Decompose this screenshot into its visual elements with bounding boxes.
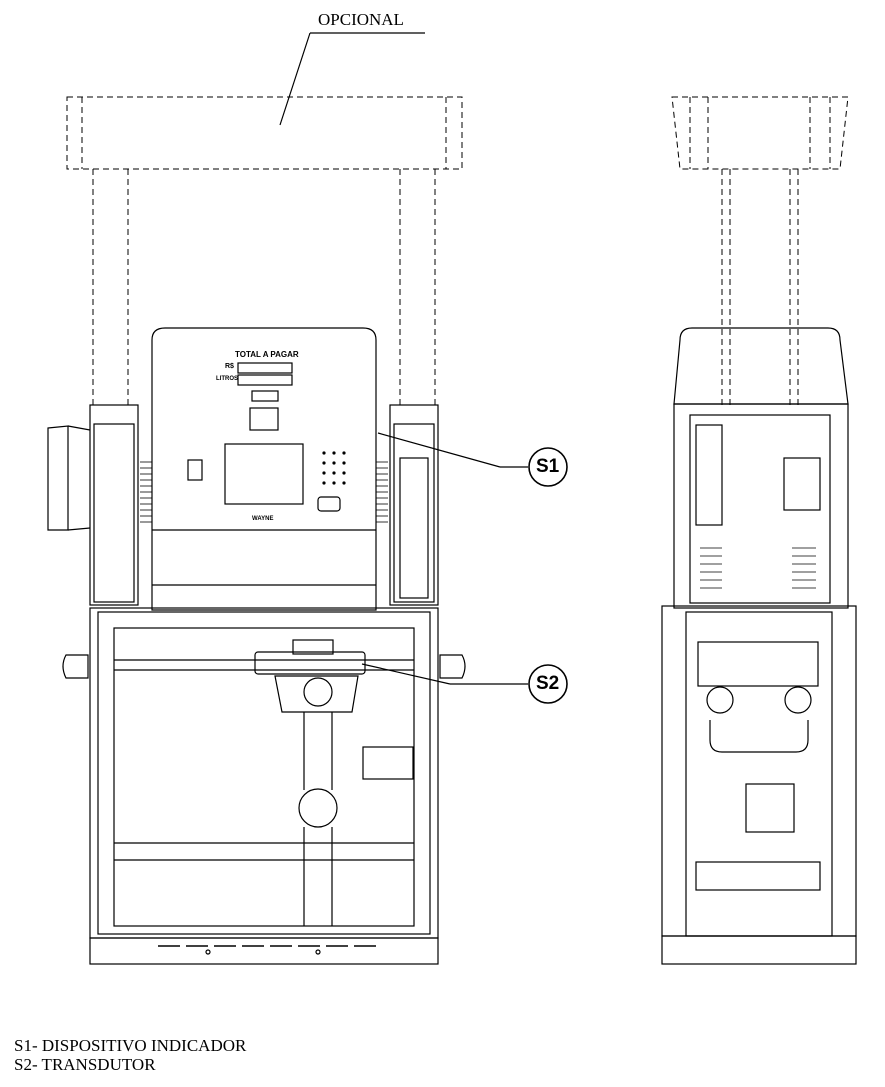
lower-cabinet <box>89 607 439 939</box>
optional-canopy <box>66 96 463 405</box>
side-head <box>673 327 849 405</box>
panel-litros-text: LITROS <box>216 376 238 382</box>
legend-item-s2: S2- TRANSDUTOR <box>14 1055 156 1074</box>
side-canopy <box>671 96 849 405</box>
side-head-body <box>673 403 849 609</box>
head-housing <box>151 327 377 611</box>
s2-label: S2 <box>536 673 560 694</box>
s2-callout <box>361 663 568 704</box>
keypad <box>322 451 346 485</box>
side-louvers <box>700 547 816 589</box>
meter-assembly <box>254 639 366 926</box>
front-view <box>47 32 466 965</box>
display-panel <box>187 362 341 512</box>
panel-brand-text: WAYNE <box>252 516 274 522</box>
left-holster <box>47 425 69 531</box>
s1-label: S1 <box>536 456 560 477</box>
s1-callout <box>377 432 568 487</box>
right-louvers <box>376 461 388 523</box>
left-louvers <box>140 461 152 523</box>
side-view <box>661 96 857 965</box>
legend: S1- DISPOSITIVO INDICADOR S2- TRANSDUTOR <box>14 1036 246 1074</box>
left-column <box>89 404 139 606</box>
optional-label: OPCIONAL <box>318 10 404 29</box>
front-base <box>89 937 439 965</box>
right-column <box>389 404 439 606</box>
panel-rs-text: R$ <box>225 363 234 370</box>
legend-item-s1: S1- DISPOSITIVO INDICADOR <box>14 1036 247 1055</box>
side-lower <box>661 605 857 937</box>
panel-total-text: TOTAL A PAGAR <box>235 350 299 359</box>
side-base <box>661 935 857 965</box>
